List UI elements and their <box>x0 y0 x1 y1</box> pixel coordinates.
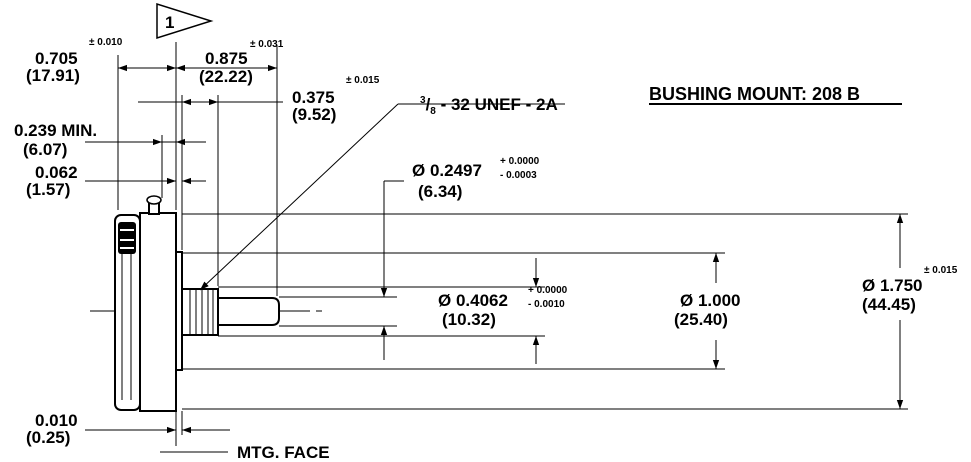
svg-text:± 0.031: ± 0.031 <box>250 39 284 50</box>
svg-text:(22.22): (22.22) <box>199 67 253 86</box>
svg-text:(0.25): (0.25) <box>26 428 70 447</box>
svg-text:(1.57): (1.57) <box>26 180 70 199</box>
svg-text:0.375: 0.375 <box>292 88 335 107</box>
svg-text:(17.91): (17.91) <box>26 66 80 85</box>
svg-text:0.705: 0.705 <box>35 49 78 68</box>
dim-0875: 0.875 ± 0.031 (22.22) <box>176 39 284 86</box>
dim-0062: 0.062 (1.57) <box>26 163 206 199</box>
svg-text:0.010: 0.010 <box>35 411 78 430</box>
svg-text:+ 0.0000: + 0.0000 <box>528 285 568 296</box>
dim-4062: Ø 0.4062 + 0.0000 - 0.0010 (10.32) <box>438 258 568 364</box>
svg-text:± 0.015: ± 0.015 <box>346 75 380 86</box>
dim-0239: 0.239 MIN. (6.07) <box>14 121 206 159</box>
svg-text:(6.07): (6.07) <box>23 140 67 159</box>
svg-text:(44.45): (44.45) <box>862 295 916 314</box>
dim-1750: Ø 1.750 ± 0.015 (44.45) <box>862 214 958 409</box>
svg-text:3/8 - 32 UNEF - 2A: 3/8 - 32 UNEF - 2A <box>420 95 558 117</box>
drawing-title: BUSHING MOUNT: 208 B <box>649 84 860 104</box>
svg-text:0.875: 0.875 <box>205 49 248 68</box>
dim-0010: 0.010 (0.25) <box>26 411 230 447</box>
svg-text:0.239 MIN.: 0.239 MIN. <box>14 121 97 140</box>
mtg-face-callout: MTG. FACE <box>160 443 330 462</box>
note-flag-number: 1 <box>165 13 174 32</box>
svg-text:Ø 0.4062: Ø 0.4062 <box>438 291 508 310</box>
dim-2497: Ø 0.2497 + 0.0000 - 0.0003 (6.34) <box>380 156 540 360</box>
dim-0375: 0.375 ± 0.015 (9.52) <box>138 75 380 124</box>
svg-text:- 0.0003: - 0.0003 <box>500 170 537 181</box>
note-flag: 1 <box>156 2 214 40</box>
thread-callout: 3/8 - 32 UNEF - 2A <box>199 95 565 291</box>
svg-text:Ø 0.2497: Ø 0.2497 <box>412 161 482 180</box>
svg-text:(9.52): (9.52) <box>292 105 336 124</box>
svg-text:Ø 1.750: Ø 1.750 <box>862 276 923 295</box>
svg-text:± 0.010: ± 0.010 <box>89 37 123 48</box>
svg-text:± 0.015: ± 0.015 <box>924 265 958 276</box>
svg-text:(10.32): (10.32) <box>442 310 496 329</box>
svg-text:(25.40): (25.40) <box>674 310 728 329</box>
svg-text:+ 0.0000: + 0.0000 <box>500 156 540 167</box>
svg-text:- 0.0010: - 0.0010 <box>528 299 565 310</box>
svg-text:0.062: 0.062 <box>35 163 78 182</box>
svg-text:(6.34): (6.34) <box>418 182 462 201</box>
svg-text:Ø 1.000: Ø 1.000 <box>680 291 741 310</box>
part-body <box>114 195 280 412</box>
dim-0705: 0.705 ± 0.010 (17.91) <box>26 37 176 85</box>
svg-text:MTG. FACE: MTG. FACE <box>237 443 330 462</box>
dim-1000: Ø 1.000 (25.40) <box>674 253 741 369</box>
